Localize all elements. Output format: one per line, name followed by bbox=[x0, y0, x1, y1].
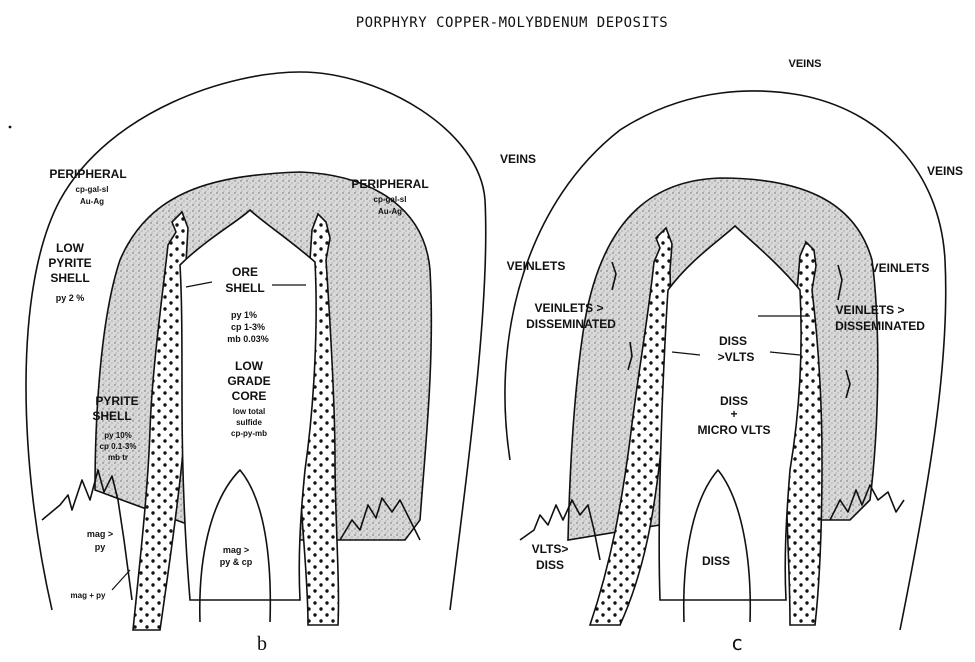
b-ore-py: py 1% bbox=[231, 310, 257, 320]
b-mag-py-cp-2: py & cp bbox=[220, 557, 253, 567]
c-diss-core: DISS bbox=[702, 554, 730, 568]
panel-b: PERIPHERAL cp-gal-sl Au-Ag PERIPHERAL cp… bbox=[26, 72, 486, 655]
c-veins-top: VEINS bbox=[788, 58, 821, 70]
diagram-title: PORPHYRY COPPER-MOLYBDENUM DEPOSITS bbox=[356, 15, 669, 31]
b-pyrite-cp: cp 0.1-3% bbox=[100, 442, 137, 451]
b-low-pyrite-3: SHELL bbox=[50, 271, 89, 285]
c-veins-left: VEINS bbox=[500, 152, 536, 166]
b-peripheral-right-minerals: cp-gal-sl bbox=[374, 195, 407, 204]
b-ore-shell-1: ORE bbox=[232, 265, 258, 279]
b-low-grade-3: CORE bbox=[232, 389, 267, 403]
b-mag-py-2: py bbox=[95, 542, 106, 552]
b-mag-py-1: mag > bbox=[87, 529, 113, 539]
panel-b-letter: b bbox=[257, 633, 267, 655]
c-vlts-diss-1: VLTS> bbox=[532, 542, 569, 556]
b-low-pyrite-1: LOW bbox=[56, 241, 85, 255]
b-low-grade-desc-2: sulfide bbox=[236, 418, 262, 427]
b-peripheral-left: PERIPHERAL bbox=[49, 167, 126, 181]
c-diss-vlts-2: >VLTS bbox=[718, 350, 755, 364]
c-diss-micro-2: + bbox=[730, 407, 737, 421]
b-peripheral-right: PERIPHERAL bbox=[351, 177, 428, 191]
b-pyrite-shell-1: PYRITE bbox=[95, 394, 138, 408]
stray-mark bbox=[9, 126, 12, 129]
b-ore-mb: mb 0.03% bbox=[227, 334, 269, 344]
b-low-grade-desc-3: cp-py-mb bbox=[231, 429, 267, 438]
c-diss-micro-3: MICRO VLTS bbox=[697, 423, 770, 437]
b-low-grade-desc-1: low total bbox=[233, 407, 265, 416]
b-ore-cp: cp 1-3% bbox=[231, 322, 265, 332]
b-peripheral-right-metals: Au-Ag bbox=[378, 207, 402, 216]
b-low-pyrite-value: py 2 % bbox=[56, 293, 85, 303]
b-mag-py-cp-1: mag > bbox=[223, 545, 249, 555]
b-peripheral-left-minerals: cp-gal-sl bbox=[76, 185, 109, 194]
c-veinlets-diss-right-1: VEINLETS > bbox=[835, 303, 904, 317]
c-diss-vlts-1: DISS bbox=[719, 334, 747, 348]
panel-c-letter: c bbox=[731, 631, 743, 655]
panel-b-mag-leader bbox=[112, 570, 130, 590]
c-vlts-diss-2: DISS bbox=[536, 558, 564, 572]
b-mag-plus-py: mag + py bbox=[71, 591, 106, 600]
c-veinlets-diss-left-2: DISSEMINATED bbox=[526, 317, 616, 331]
b-low-pyrite-2: PYRITE bbox=[48, 256, 91, 270]
b-pyrite-mb: mb tr bbox=[108, 453, 128, 462]
panel-c: VEINS VEINS VEINS VEINLETS VEINLETS VEIN… bbox=[500, 58, 963, 655]
c-veinlets-diss-left-1: VEINLETS > bbox=[534, 301, 603, 315]
c-veinlets-right: VEINLETS bbox=[871, 261, 930, 275]
c-diss-micro-1: DISS bbox=[720, 394, 748, 408]
c-veinlets-diss-right-2: DISSEMINATED bbox=[835, 319, 925, 333]
b-low-grade-2: GRADE bbox=[227, 374, 270, 388]
b-pyrite-shell-2: SHELL bbox=[92, 409, 131, 423]
c-veinlets-left: VEINLETS bbox=[507, 259, 566, 273]
b-ore-shell-2: SHELL bbox=[225, 281, 264, 295]
b-peripheral-left-metals: Au-Ag bbox=[80, 197, 104, 206]
b-pyrite-py: py 10% bbox=[104, 431, 132, 440]
b-low-grade-1: LOW bbox=[235, 359, 264, 373]
c-veins-right: VEINS bbox=[927, 164, 963, 178]
